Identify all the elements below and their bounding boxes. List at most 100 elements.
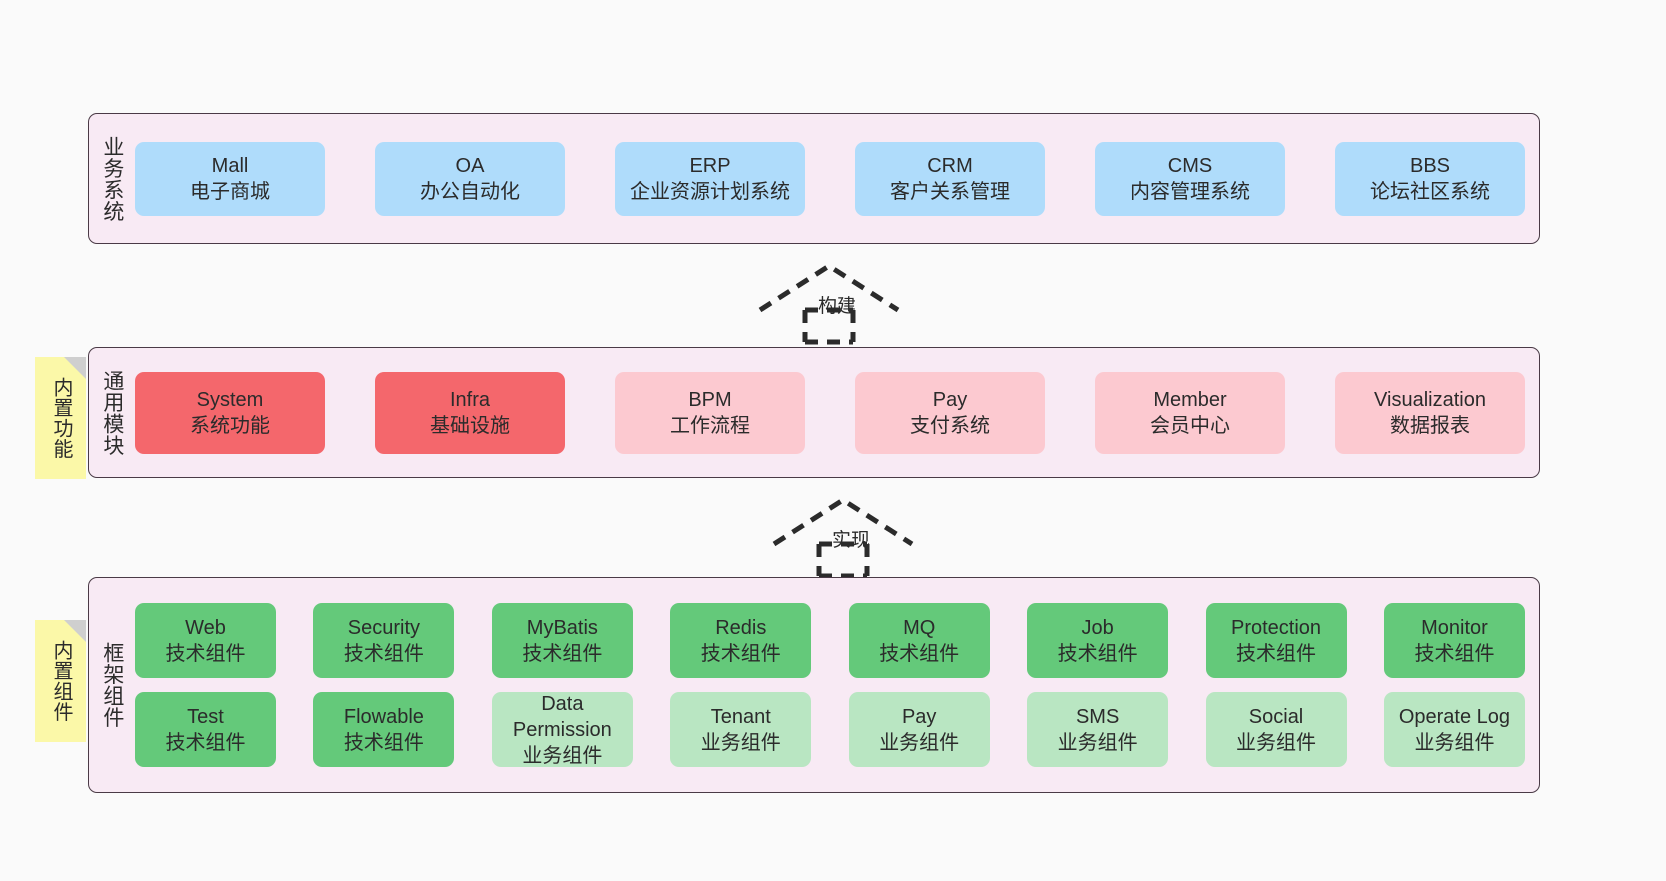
card-title-en: Visualization: [1374, 388, 1486, 411]
card-title-cn: 技术组件: [165, 731, 246, 754]
card-title-cn: 工作流程: [670, 414, 750, 437]
card-title-en: Protection: [1231, 616, 1322, 639]
card-title-cn: 业务组件: [1414, 731, 1495, 754]
card-title-en: Job: [1081, 616, 1114, 639]
card-title-en: Security: [347, 616, 421, 639]
card-title-en: Infra: [449, 388, 491, 411]
biz-card-tenant[interactable]: Tenant 业务组件: [670, 692, 812, 767]
card-title-en: MyBatis: [526, 616, 598, 639]
tech-card-mq[interactable]: MQ 技术组件: [848, 603, 990, 678]
business-card-crm[interactable]: CRM 客户关系管理: [855, 141, 1045, 216]
note-builtin-components: 内置组件: [35, 620, 86, 742]
card-title-en: ERP: [689, 154, 731, 177]
card-title-en: CMS: [1167, 154, 1213, 177]
note-builtin-features: 内置功能: [35, 357, 86, 479]
layer-modules-title: 通用模块: [100, 369, 124, 456]
card-title-en: OA: [455, 154, 485, 177]
card-title-cn: 会员中心: [1150, 414, 1230, 437]
card-title-cn: 企业资源计划系统: [630, 180, 790, 203]
tech-card-security[interactable]: Security 技术组件: [313, 603, 455, 678]
card-title-cn: 电子商城: [190, 180, 270, 203]
module-card-system[interactable]: System 系统功能: [135, 371, 325, 454]
connector-implement-arrow: [770, 496, 916, 579]
tech-card-protection[interactable]: Protection 技术组件: [1205, 603, 1347, 678]
module-card-bpm[interactable]: BPM 工作流程: [615, 371, 805, 454]
card-title-en: CRM: [927, 154, 973, 177]
layer-framework-title: 框架组件: [100, 642, 124, 728]
connector-build-label: 构建: [818, 296, 857, 317]
card-title-cn: 数据报表: [1390, 414, 1470, 437]
card-title-en: Tenant: [710, 705, 771, 728]
biz-card-operate-log[interactable]: Operate Log 业务组件: [1383, 692, 1525, 767]
card-title-cn: 业务组件: [1057, 731, 1138, 754]
business-card-erp[interactable]: ERP 企业资源计划系统: [615, 141, 805, 216]
business-card-cms[interactable]: CMS 内容管理系统: [1095, 141, 1285, 216]
module-card-member[interactable]: Member 会员中心: [1095, 371, 1285, 454]
card-title-en: Operate Log: [1398, 705, 1511, 728]
card-title-en: Mall: [211, 154, 249, 177]
connector-build-arrow: [756, 262, 902, 345]
note-fold-corner-icon: [64, 357, 86, 379]
card-title-en: Member: [1153, 388, 1227, 411]
card-title-en: Monitor: [1421, 616, 1488, 639]
card-title-en: Social: [1248, 705, 1304, 728]
note-builtin-features-label: 内置功能: [50, 377, 72, 459]
note-builtin-components-label: 内置组件: [50, 640, 72, 722]
card-title-cn: 技术组件: [1057, 642, 1138, 665]
card-title-cn: 技术组件: [1414, 642, 1495, 665]
card-title-en: Redis: [715, 616, 767, 639]
card-title-cn: 系统功能: [190, 414, 270, 437]
card-title-cn: 客户关系管理: [890, 180, 1010, 203]
card-title-cn: 论坛社区系统: [1370, 180, 1490, 203]
card-title-en: Web: [185, 616, 226, 639]
card-title-en: BPM: [688, 388, 732, 411]
card-title-cn: 业务组件: [700, 731, 781, 754]
card-title-en: Flowable: [343, 705, 424, 728]
card-title-cn: 业务组件: [879, 731, 960, 754]
connector-implement-label: 实现: [832, 530, 871, 551]
business-card-mall[interactable]: Mall 电子商城: [135, 141, 325, 216]
tech-card-job[interactable]: Job 技术组件: [1027, 603, 1169, 678]
card-title-en: SMS: [1075, 705, 1120, 728]
card-title-en: MQ: [903, 616, 936, 639]
card-title-cn: 技术组件: [700, 642, 781, 665]
biz-card-flowable[interactable]: Flowable 技术组件: [313, 692, 455, 767]
card-title-cn: 内容管理系统: [1130, 180, 1250, 203]
note-fold-corner-icon: [64, 620, 86, 642]
card-title-cn: 业务组件: [522, 744, 603, 767]
card-title-cn: 技术组件: [879, 642, 960, 665]
biz-card-pay[interactable]: Pay 业务组件: [848, 692, 990, 767]
card-title-cn: 技术组件: [1236, 642, 1317, 665]
card-title-en: Test: [187, 705, 224, 728]
module-card-visualization[interactable]: Visualization 数据报表: [1335, 371, 1525, 454]
card-title-en: System: [196, 388, 264, 411]
card-title-en: BBS: [1409, 154, 1451, 177]
biz-card-sms[interactable]: SMS 业务组件: [1027, 692, 1169, 767]
card-title-cn: 技术组件: [343, 731, 424, 754]
card-title-cn: 技术组件: [343, 642, 424, 665]
biz-card-test[interactable]: Test 技术组件: [135, 692, 276, 767]
layer-business-title: 业务系统: [100, 135, 124, 222]
card-title-cn: 支付系统: [910, 414, 990, 437]
business-card-bbs[interactable]: BBS 论坛社区系统: [1335, 141, 1525, 216]
card-title-en: Pay: [901, 705, 937, 728]
tech-card-redis[interactable]: Redis 技术组件: [670, 603, 812, 678]
tech-card-monitor[interactable]: Monitor 技术组件: [1383, 603, 1525, 678]
